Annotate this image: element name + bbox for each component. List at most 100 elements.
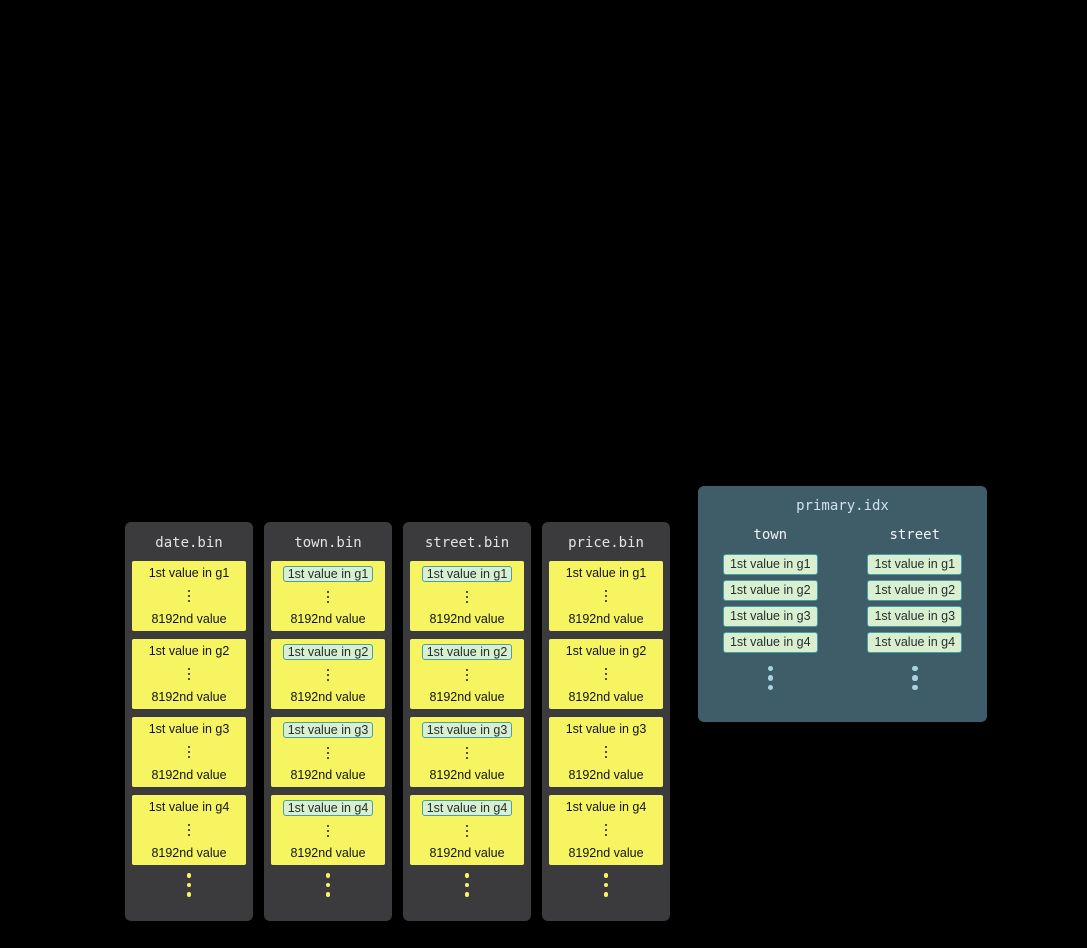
granule-first-value-indexed: 1st value in g3 [421, 722, 513, 739]
dot [465, 746, 469, 750]
dot [465, 590, 469, 594]
bin-panel-price: price.bin 1st value in g1 8192nd value 1st … [542, 522, 670, 921]
ellipsis-dots [187, 745, 191, 760]
ellipsis-dots [326, 824, 330, 839]
dot [604, 833, 608, 837]
ellipsis-dots [767, 665, 773, 690]
ellipsis-dots [465, 590, 469, 605]
ellipsis-dots [326, 746, 330, 761]
dot [465, 756, 469, 760]
dot [325, 882, 331, 887]
granule-first-value: 1st value in g2 [148, 644, 230, 658]
dot [465, 600, 469, 604]
dot [326, 595, 330, 599]
primary-index-title: primary.idx [796, 498, 889, 514]
ellipsis-dots [187, 589, 191, 604]
dot [326, 824, 330, 828]
dot [464, 873, 470, 878]
granule-block: 1st value in g2 8192nd value [271, 639, 385, 709]
bin-title: town.bin [294, 535, 362, 551]
dot [187, 750, 191, 754]
index-entry: 1st value in g3 [722, 605, 818, 627]
granule-first-value-indexed: 1st value in g4 [282, 800, 374, 817]
ellipsis-dots [465, 746, 469, 761]
dot [603, 892, 609, 897]
dot [912, 684, 918, 690]
dot [604, 823, 608, 827]
granule-last-value: 8192nd value [429, 846, 505, 860]
granule-last-value: 8192nd value [568, 612, 644, 626]
granule-first-value-indexed: 1st value in g4 [421, 800, 513, 817]
dot [187, 594, 191, 598]
dot [604, 677, 608, 681]
granule-first-value: 1st value in g1 [565, 566, 647, 580]
ellipsis-dots [604, 745, 608, 760]
granule-first-value-indexed: 1st value in g2 [282, 644, 374, 661]
dot [604, 667, 608, 671]
dot [465, 834, 469, 838]
granule-last-value: 8192nd value [151, 612, 227, 626]
dot [187, 745, 191, 749]
dot [326, 600, 330, 604]
dot [604, 745, 608, 749]
dot [325, 873, 331, 878]
granule-last-value: 8192nd value [151, 768, 227, 782]
ellipsis-dots [271, 873, 385, 897]
index-entry: 1st value in g2 [722, 579, 818, 601]
dot [186, 873, 192, 878]
ellipsis-dots [326, 668, 330, 683]
dot [767, 675, 773, 681]
dot [604, 589, 608, 593]
granule-first-value: 1st value in g1 [148, 566, 230, 580]
granule-last-value: 8192nd value [568, 768, 644, 782]
granule-last-value: 8192nd value [290, 690, 366, 704]
dot [186, 882, 192, 887]
granule-first-value: 1st value in g3 [565, 722, 647, 736]
dot [187, 589, 191, 593]
dot [604, 750, 608, 754]
dot [604, 672, 608, 676]
ellipsis-dots [604, 589, 608, 604]
dot [326, 829, 330, 833]
dot [912, 665, 918, 671]
granule-last-value: 8192nd value [429, 690, 505, 704]
granule-last-value: 8192nd value [429, 612, 505, 626]
ellipsis-dots [187, 667, 191, 682]
dot [187, 833, 191, 837]
ellipsis-dots [549, 873, 663, 897]
dot [604, 594, 608, 598]
ellipsis-dots [604, 823, 608, 838]
dot [767, 665, 773, 671]
dot [326, 678, 330, 682]
dot [603, 873, 609, 878]
ellipsis-dots [912, 665, 918, 690]
dot [465, 829, 469, 833]
dot [465, 673, 469, 677]
granule-last-value: 8192nd value [151, 846, 227, 860]
bin-title: price.bin [568, 535, 644, 551]
dot [604, 755, 608, 759]
ellipsis-dots [326, 590, 330, 605]
dot [912, 675, 918, 681]
granule-block: 1st value in g4 8192nd value [271, 795, 385, 865]
granule-block: 1st value in g1 8192nd value [132, 561, 246, 631]
ellipsis-dots [187, 823, 191, 838]
granule-block: 1st value in g3 8192nd value [410, 717, 524, 787]
bin-title: street.bin [424, 535, 510, 551]
granule-first-value: 1st value in g4 [565, 800, 647, 814]
dot [464, 892, 470, 897]
ellipsis-dots [465, 824, 469, 839]
granule-last-value: 8192nd value [290, 846, 366, 860]
dot [326, 590, 330, 594]
granule-last-value: 8192nd value [429, 768, 505, 782]
